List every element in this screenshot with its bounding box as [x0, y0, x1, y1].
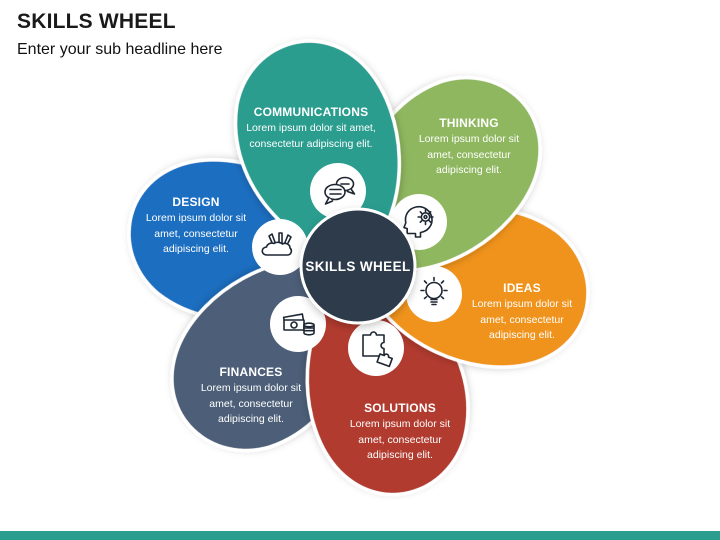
- lightbulb-icon: [420, 276, 448, 306]
- puzzle-icon: [362, 331, 394, 368]
- speech-bubbles-icon: [324, 176, 356, 205]
- center-hub-circle: [299, 207, 417, 325]
- icon-group: [261, 176, 448, 368]
- thinking-head-icon: [403, 205, 434, 238]
- footer-accent-bar: [0, 531, 720, 540]
- slide-header: SKILLS WHEEL Enter your sub headline her…: [17, 10, 222, 59]
- design-tools-icon: [261, 232, 293, 256]
- money-icon: [282, 313, 315, 336]
- page-title: SKILLS WHEEL: [17, 10, 176, 33]
- gear-teeth: [417, 208, 434, 226]
- page-subtitle: Enter your sub headline here: [17, 41, 223, 58]
